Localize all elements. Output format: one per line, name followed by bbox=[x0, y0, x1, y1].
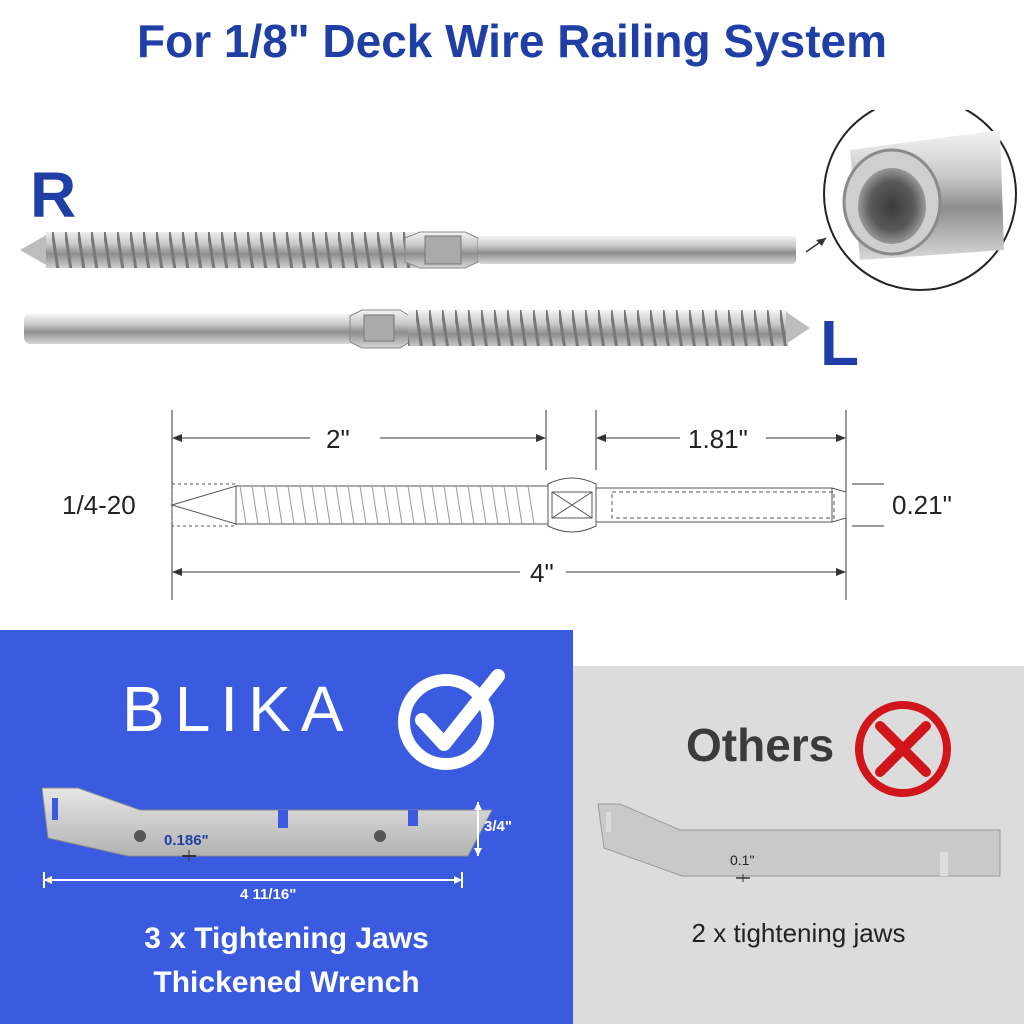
right-hand-screw bbox=[20, 231, 796, 269]
shank-length-label: 1.81" bbox=[688, 424, 748, 454]
blika-caption-line1: 3 x Tightening Jaws bbox=[144, 922, 429, 955]
others-wrench-image bbox=[597, 803, 1001, 882]
lag-screws-illustration bbox=[20, 110, 1017, 349]
thread-length-label: 2" bbox=[326, 424, 350, 454]
blika-width-label: 3/4" bbox=[484, 818, 512, 835]
bore-closeup bbox=[823, 110, 1017, 291]
left-hand-screw bbox=[24, 309, 810, 349]
blika-thickness-label: 0.186" bbox=[164, 832, 209, 849]
cross-icon bbox=[855, 701, 951, 797]
others-caption: 2 x tightening jaws bbox=[691, 918, 906, 948]
blika-caption-line2: Thickened Wrench bbox=[153, 966, 420, 999]
blika-length-label: 4 11/16" bbox=[240, 886, 297, 903]
blika-wrench-image bbox=[41, 787, 493, 888]
others-label: Others bbox=[686, 719, 835, 771]
page-title: For 1/8" Deck Wire Railing System bbox=[137, 15, 887, 67]
right-hand-label: R bbox=[30, 159, 77, 231]
diameter-label: 0.21" bbox=[892, 490, 952, 520]
total-length-label: 4" bbox=[530, 558, 554, 588]
brand-logo: BLIKA bbox=[122, 673, 354, 745]
thread-spec-label: 1/4-20 bbox=[62, 490, 136, 520]
left-hand-label: L bbox=[820, 307, 860, 379]
check-icon bbox=[398, 669, 505, 770]
others-thickness-label: 0.1" bbox=[730, 852, 755, 868]
dimension-drawing bbox=[170, 410, 884, 600]
